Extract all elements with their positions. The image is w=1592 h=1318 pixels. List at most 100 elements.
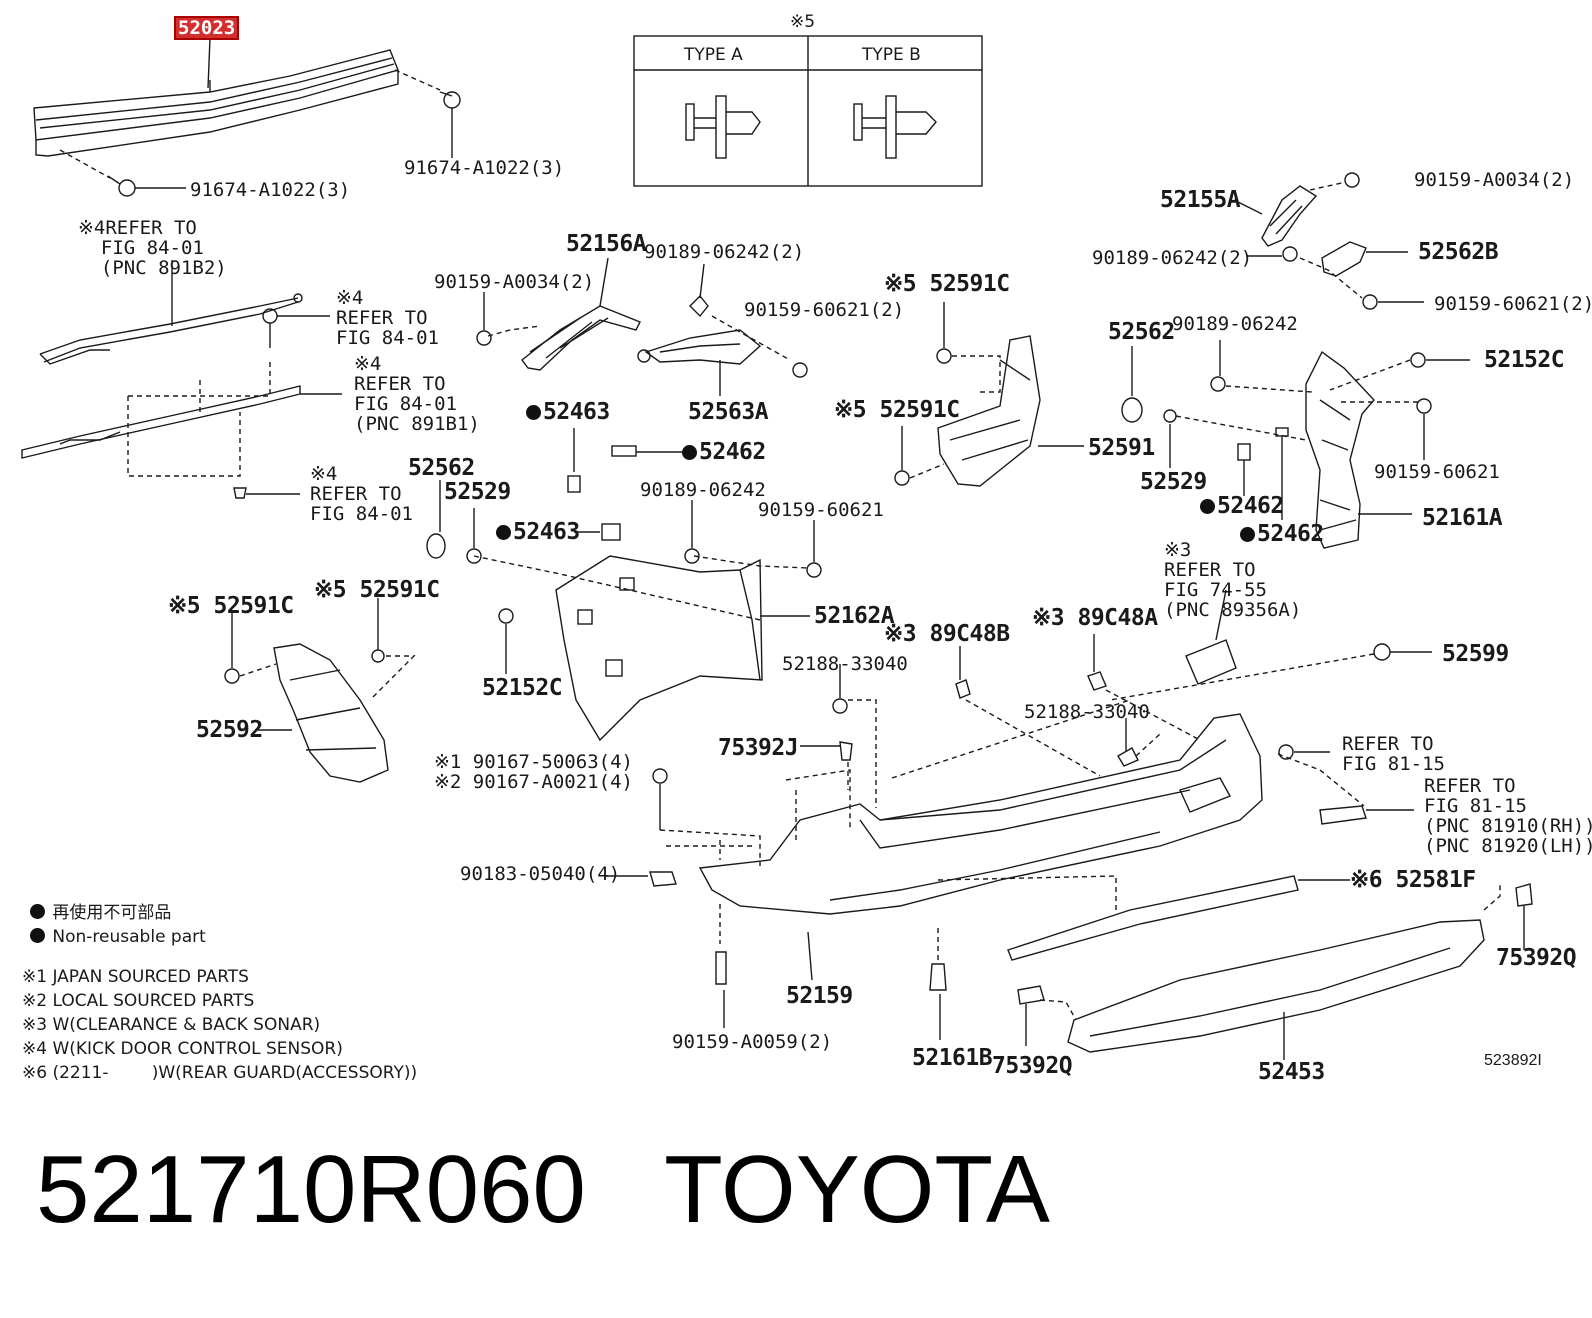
label-52562B: 52562B: [1418, 239, 1499, 265]
label-52463-a: 52463: [526, 400, 610, 424]
bracket-52156A-drawing: [476, 257, 641, 371]
legend-note-4: ※4 W(KICK DOOR CONTROL SENSOR): [22, 1039, 343, 1059]
non-reusable-dot: [1200, 499, 1215, 514]
non-reusable-dot: [682, 445, 697, 460]
label-90159-A0059: 90159-A0059(2): [672, 1031, 833, 1053]
label-90183: 90183-05040(4): [460, 863, 621, 885]
right-cluster-drawing: [1121, 340, 1313, 520]
label-52591C-c: ※5 52591C: [884, 271, 1010, 297]
label-refer-81-15-a: REFER TO FIG 81-15: [1342, 733, 1445, 775]
sensor-cap-drawing: [955, 589, 1432, 777]
legend-note-2: ※2 LOCAL SOURCED PARTS: [22, 991, 255, 1011]
label-75392Q-a: 75392Q: [992, 1053, 1073, 1079]
label-90159-60621-c: 90159-60621: [1374, 461, 1500, 483]
non-reusable-dot: [30, 904, 45, 919]
label-52152C-b: 52152C: [1484, 347, 1565, 373]
label-52162A: 52162A: [814, 603, 895, 629]
footer-part-number: 521710R060: [36, 1136, 586, 1243]
label-52161A: 52161A: [1422, 505, 1503, 531]
bolt-drawing: [107, 91, 461, 197]
label-refer4-a: ※4REFER TO FIG 84-01 (PNC 891B2): [78, 217, 227, 279]
spacer-52592-drawing: [224, 598, 416, 783]
side-piece-52161A-drawing: [1305, 350, 1470, 549]
label-90189-06242-2-b: 90189-06242(2): [1092, 247, 1253, 269]
legend-en: Non-reusable part: [30, 926, 206, 948]
bracket-52155A-drawing: [1233, 172, 1424, 310]
label-89C48B: ※3 89C48B: [884, 621, 1010, 647]
label-52159: 52159: [786, 983, 853, 1009]
harness-drawing: [21, 260, 342, 499]
label-52529-b: 52529: [1140, 469, 1207, 495]
footer-brand: TOYOTA: [664, 1136, 1050, 1243]
lower-garnish-52453-drawing: [1017, 883, 1533, 1060]
label-90189-06242-c: 90189-06242: [1172, 313, 1298, 335]
label-52462-b: 52462: [1200, 494, 1284, 518]
legend-en-text: Non-reusable part: [52, 927, 206, 947]
label-75392Q-b: 75392Q: [1496, 945, 1577, 971]
illustration-id: 523892I: [1484, 1052, 1542, 1069]
label-52581F: ※6 52581F: [1350, 867, 1476, 893]
label-52462-a-text: 52462: [699, 439, 766, 465]
label-refer4-c: ※4 REFER TO FIG 84-01 (PNC 891B1): [354, 353, 480, 435]
side-panel-52162A-drawing: [473, 500, 822, 742]
label-90159-60621-2-a: 90159-60621(2): [744, 299, 905, 321]
non-reusable-dot: [496, 525, 511, 540]
label-52591: 52591: [1088, 435, 1155, 461]
rear-guard-52581F-drawing: [1007, 875, 1350, 961]
label-52591C-b: ※5 52591C: [314, 577, 440, 603]
clip-type-a-drawing: [685, 95, 761, 159]
label-52463-b-text: 52463: [513, 519, 580, 545]
label-refer3: ※3 REFER TO FIG 74-55 (PNC 89356A): [1164, 539, 1302, 621]
label-refer-81-15-b: REFER TO FIG 81-15 (PNC 81910(RH)) (PNC …: [1424, 775, 1592, 857]
label-90167: ※1 90167-50063(4) ※2 90167-A0021(4): [434, 751, 633, 793]
non-reusable-dot: [526, 405, 541, 420]
label-52462-c-text: 52462: [1257, 521, 1324, 547]
label-90159-A0034-2-a: 90159-A0034(2): [434, 271, 595, 293]
legend-note-1: ※1 JAPAN SOURCED PARTS: [22, 967, 249, 987]
label-52591C-a: ※5 52591C: [168, 593, 294, 619]
label-90159-60621-2-b: 90159-60621(2): [1434, 293, 1592, 315]
label-52161B: 52161B: [912, 1045, 993, 1071]
bumper-cover-52159-drawing: [698, 664, 1263, 981]
label-refer4-d: ※4 REFER TO FIG 84-01: [310, 463, 413, 525]
label-90189-06242-b: 90189-06242: [640, 479, 766, 501]
note-mark-5: ※5: [790, 12, 816, 32]
label-52462-a: 52462: [682, 440, 766, 464]
label-91674-top: 91674-A1022(3): [404, 157, 565, 179]
label-52599: 52599: [1442, 641, 1509, 667]
label-52463-a-text: 52463: [543, 399, 610, 425]
label-refer4-b: ※4 REFER TO FIG 84-01: [336, 287, 439, 349]
label-52453: 52453: [1258, 1059, 1325, 1085]
label-52529-a: 52529: [444, 479, 511, 505]
non-reusable-dot: [30, 928, 45, 943]
legend-jp: 再使用不可部品: [30, 902, 171, 924]
label-52188-33040-b: 52188-33040: [1024, 701, 1150, 723]
top-part-number: 52023: [173, 16, 240, 40]
label-90159-60621-b: 90159-60621: [758, 499, 884, 521]
label-90189-06242-2-a: 90189-06242(2): [644, 241, 805, 263]
bumper-fasteners-drawing: [604, 744, 1414, 1040]
label-75392J: 75392J: [718, 735, 799, 761]
label-52152C-a: 52152C: [482, 675, 563, 701]
non-reusable-dot: [1240, 527, 1255, 542]
label-52156A: 52156A: [566, 231, 647, 257]
type-a-label: TYPE A: [684, 45, 743, 65]
small-parts-drawing: [426, 428, 682, 564]
label-90159-A0034-2-b: 90159-A0034(2): [1414, 169, 1575, 191]
label-52563A: 52563A: [688, 399, 769, 425]
legend-jp-text: 再使用不可部品: [52, 903, 172, 923]
bracket-52563A-drawing: [637, 263, 808, 396]
label-52592: 52592: [196, 717, 263, 743]
legend-note-3: ※3 W(CLEARANCE & BACK SONAR): [22, 1015, 321, 1035]
type-b-label: TYPE B: [862, 45, 921, 65]
label-52155A: 52155A: [1160, 187, 1241, 213]
spacer-52591-drawing: [894, 302, 1084, 487]
label-52591C-d: ※5 52591C: [834, 397, 960, 423]
clip-type-b-drawing: [853, 95, 937, 159]
footer-title: 521710R060 TOYOTA: [36, 1140, 1050, 1240]
legend-note-6: ※6 (2211- )W(REAR GUARD(ACCESSORY)): [22, 1063, 418, 1083]
label-52462-c: 52462: [1240, 522, 1324, 546]
reinforcement-bar-drawing: [33, 37, 441, 179]
label-52463-b: 52463: [496, 520, 580, 544]
